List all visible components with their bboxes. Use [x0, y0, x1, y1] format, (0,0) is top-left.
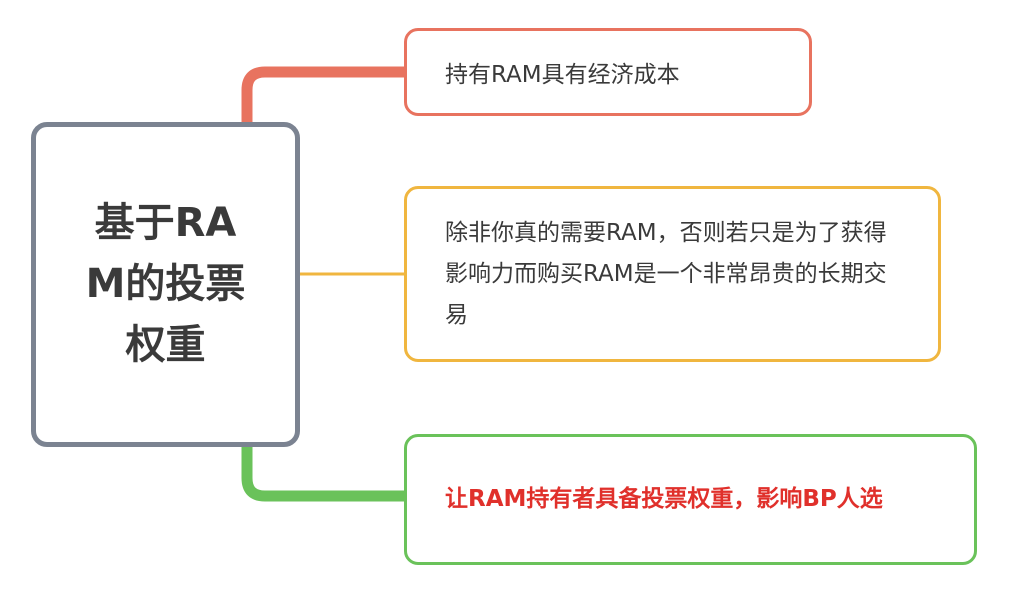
branch-text-economic-cost: 持有RAM具有经济成本 — [445, 62, 680, 88]
connector-bottom — [241, 441, 410, 502]
branch-text-voting-weight: 让RAM持有者具备投票权重，影响BP人选 — [445, 486, 883, 512]
root-node: 基于RAM的投票权重 — [31, 122, 300, 447]
branch-text-expensive-trade: 除非你真的需要RAM，否则若只是为了获得影响力而购买RAM是一个非常昂贵的长期交… — [445, 219, 887, 328]
connector-top — [241, 66, 410, 128]
branch-node-expensive-trade: 除非你真的需要RAM，否则若只是为了获得影响力而购买RAM是一个非常昂贵的长期交… — [404, 186, 941, 362]
branch-node-economic-cost: 持有RAM具有经济成本 — [404, 28, 812, 116]
branch-node-voting-weight: 让RAM持有者具备投票权重，影响BP人选 — [404, 434, 977, 565]
root-title: 基于RAM的投票权重 — [85, 200, 246, 368]
